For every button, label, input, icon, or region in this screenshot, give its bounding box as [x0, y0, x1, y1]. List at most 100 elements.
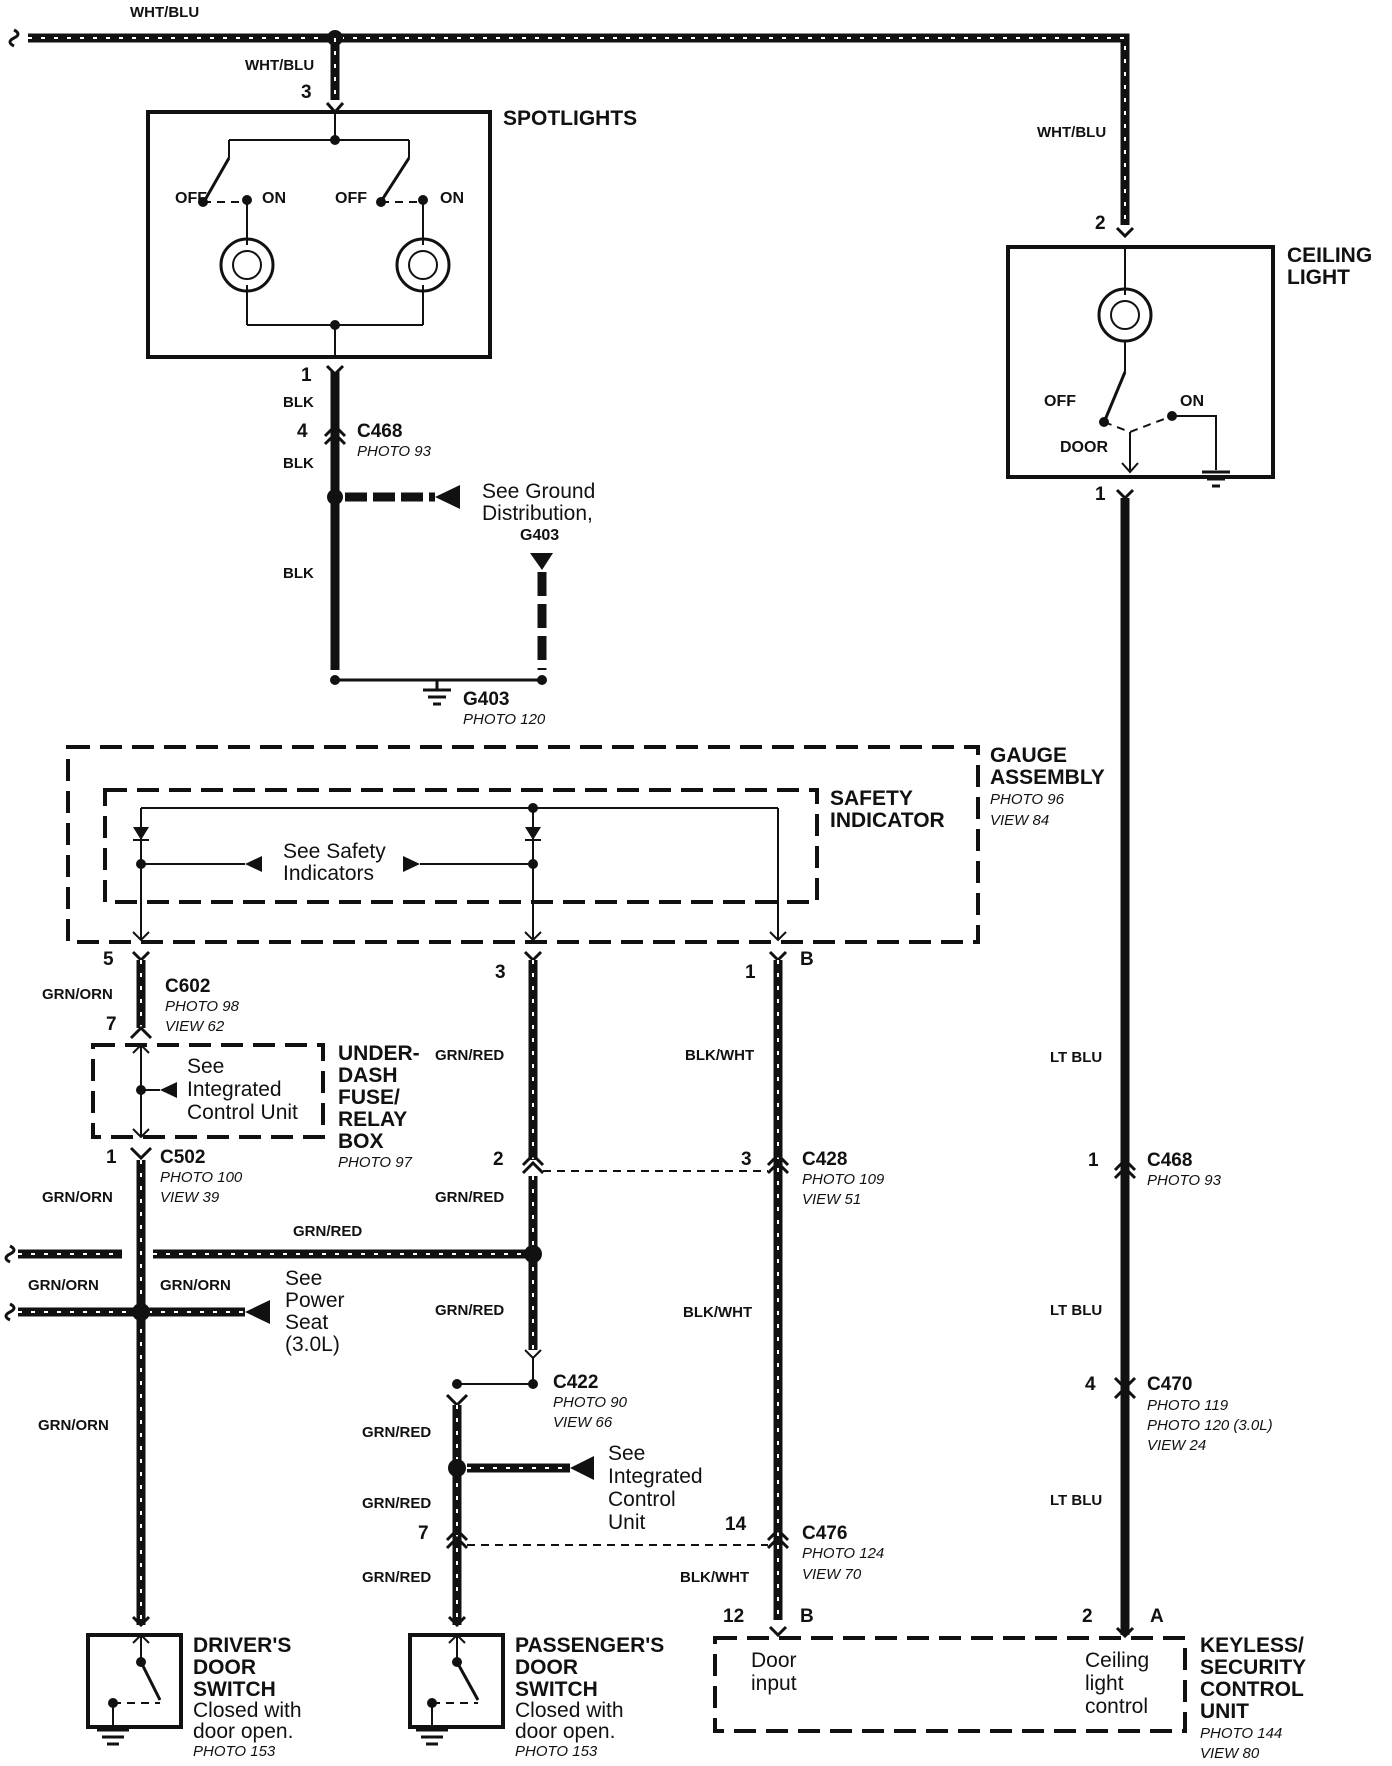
wire-label: GRN/RED — [362, 1569, 431, 1586]
component-label: SAFETY — [830, 787, 913, 810]
gauge-assembly-box — [66, 745, 980, 944]
pin-number: 4 — [297, 421, 308, 442]
component-label: DOOR — [515, 1656, 578, 1679]
wire-label: LT BLU — [1050, 1492, 1102, 1509]
connector-id: C468 — [1147, 1150, 1192, 1171]
component-photo: PHOTO 144 — [1200, 1725, 1282, 1742]
connector-view: VIEW 70 — [802, 1566, 862, 1583]
wire-label: GRN/RED — [435, 1047, 504, 1064]
arrow-icon — [160, 1082, 177, 1098]
wire-label: GRN/ORN — [160, 1277, 231, 1294]
pin-number: 4 — [1085, 1374, 1096, 1395]
drivers-door-switch-box — [86, 1633, 183, 1729]
pin-number: 5 — [103, 949, 114, 970]
note-text: Control — [608, 1488, 676, 1511]
connector-id: C476 — [802, 1523, 847, 1544]
note-text: Indicators — [283, 862, 374, 885]
spotlights-box — [146, 110, 492, 359]
switch-off-label: OFF — [175, 190, 207, 207]
wire-label: LT BLU — [1050, 1049, 1102, 1066]
connector-view: VIEW 39 — [160, 1189, 220, 1206]
wire-label: WHT/BLU — [130, 4, 199, 21]
arrow-down-icon — [530, 553, 553, 570]
component-label: CEILING — [1287, 244, 1372, 267]
connector-photo: PHOTO 120 (3.0L) — [1147, 1417, 1273, 1434]
wire-label: GRN/RED — [362, 1495, 431, 1512]
connector-id: C602 — [165, 976, 210, 997]
connector-id: C468 — [357, 421, 402, 442]
note-text: Integrated — [608, 1465, 703, 1488]
unit-input-label: input — [751, 1672, 797, 1695]
pin-number: B — [800, 949, 814, 970]
connector-photo: PHOTO 93 — [1147, 1172, 1222, 1189]
wire-label: GRN/ORN — [38, 1417, 109, 1434]
note-text: Control Unit — [187, 1101, 298, 1124]
c470-connector — [1113, 1376, 1137, 1400]
connector-photo: PHOTO 93 — [357, 443, 432, 460]
g403-ground — [330, 675, 547, 706]
c468-connector — [323, 423, 347, 446]
switch-door-label: DOOR — [1060, 439, 1108, 456]
component-label: SWITCH — [193, 1678, 276, 1701]
component-label: RELAY — [338, 1108, 407, 1131]
connector-id: C502 — [160, 1147, 205, 1168]
component-note: door open. — [515, 1720, 615, 1743]
component-photo: PHOTO 153 — [515, 1743, 598, 1760]
component-label: FUSE/ — [338, 1086, 400, 1109]
connector-view: VIEW 66 — [553, 1414, 613, 1431]
note-text: See Safety — [283, 840, 386, 863]
wire-label: WHT/BLU — [245, 57, 314, 74]
switch-on-label: ON — [1180, 393, 1204, 410]
wire-label: GRN/RED — [435, 1302, 504, 1319]
c428-connector — [766, 1152, 790, 1175]
note-text: Integrated — [187, 1078, 282, 1101]
drivers-switch-contacts — [97, 1633, 162, 1746]
wire-label: BLK/WHT — [683, 1304, 752, 1321]
connector-view: VIEW 62 — [165, 1018, 225, 1035]
component-photo: PHOTO 97 — [338, 1154, 413, 1171]
component-label: KEYLESS/ — [1200, 1634, 1304, 1657]
connector-photo: PHOTO 100 — [160, 1169, 243, 1186]
unit-output-label: Ceiling — [1085, 1649, 1149, 1672]
pin-number: 12 — [723, 1606, 744, 1627]
connector-terminal — [325, 364, 345, 377]
component-label: UNDER- — [338, 1042, 420, 1065]
pin-number: 14 — [725, 1514, 747, 1535]
connector-id: C470 — [1147, 1374, 1192, 1395]
pin-number: 3 — [301, 82, 312, 103]
component-label: SPOTLIGHTS — [503, 107, 637, 130]
note-text: Unit — [608, 1511, 646, 1534]
unit-output-label: control — [1085, 1695, 1148, 1718]
component-label: GAUGE — [990, 744, 1067, 767]
switch-on-label: ON — [262, 190, 286, 207]
pin-number: 1 — [745, 962, 756, 983]
connector-terminal — [524, 1349, 542, 1360]
wire-label: GRN/RED — [293, 1223, 362, 1240]
connector-terminal — [1115, 1626, 1135, 1639]
component-label: LIGHT — [1287, 266, 1350, 289]
pin-number: 1 — [301, 365, 312, 386]
pin-number: 2 — [1082, 1606, 1093, 1627]
wire-label: GRN/ORN — [42, 986, 113, 1003]
wire-label: BLK — [283, 455, 314, 472]
switch-off-label: OFF — [1044, 393, 1076, 410]
component-label: DRIVER'S — [193, 1634, 291, 1657]
component-view: VIEW 84 — [990, 812, 1049, 829]
c468-connector — [1113, 1157, 1137, 1180]
wire-label: GRN/ORN — [28, 1277, 99, 1294]
arrow-icon — [435, 485, 460, 509]
wire-label: BLK/WHT — [685, 1047, 754, 1064]
arrow-icon — [245, 1300, 270, 1324]
wire-label: BLK — [283, 394, 314, 411]
connector-photo: PHOTO 120 — [463, 711, 546, 728]
note-text: See — [608, 1442, 645, 1465]
connector-terminal — [445, 1393, 469, 1408]
pin-number: 3 — [741, 1149, 752, 1170]
arrow-icon — [570, 1456, 594, 1480]
connector-terminal — [523, 950, 543, 963]
component-note: Closed with — [193, 1699, 302, 1722]
pin-number: 1 — [1088, 1150, 1099, 1171]
safety-indicator-box — [103, 788, 819, 904]
component-label: DOOR — [193, 1656, 256, 1679]
